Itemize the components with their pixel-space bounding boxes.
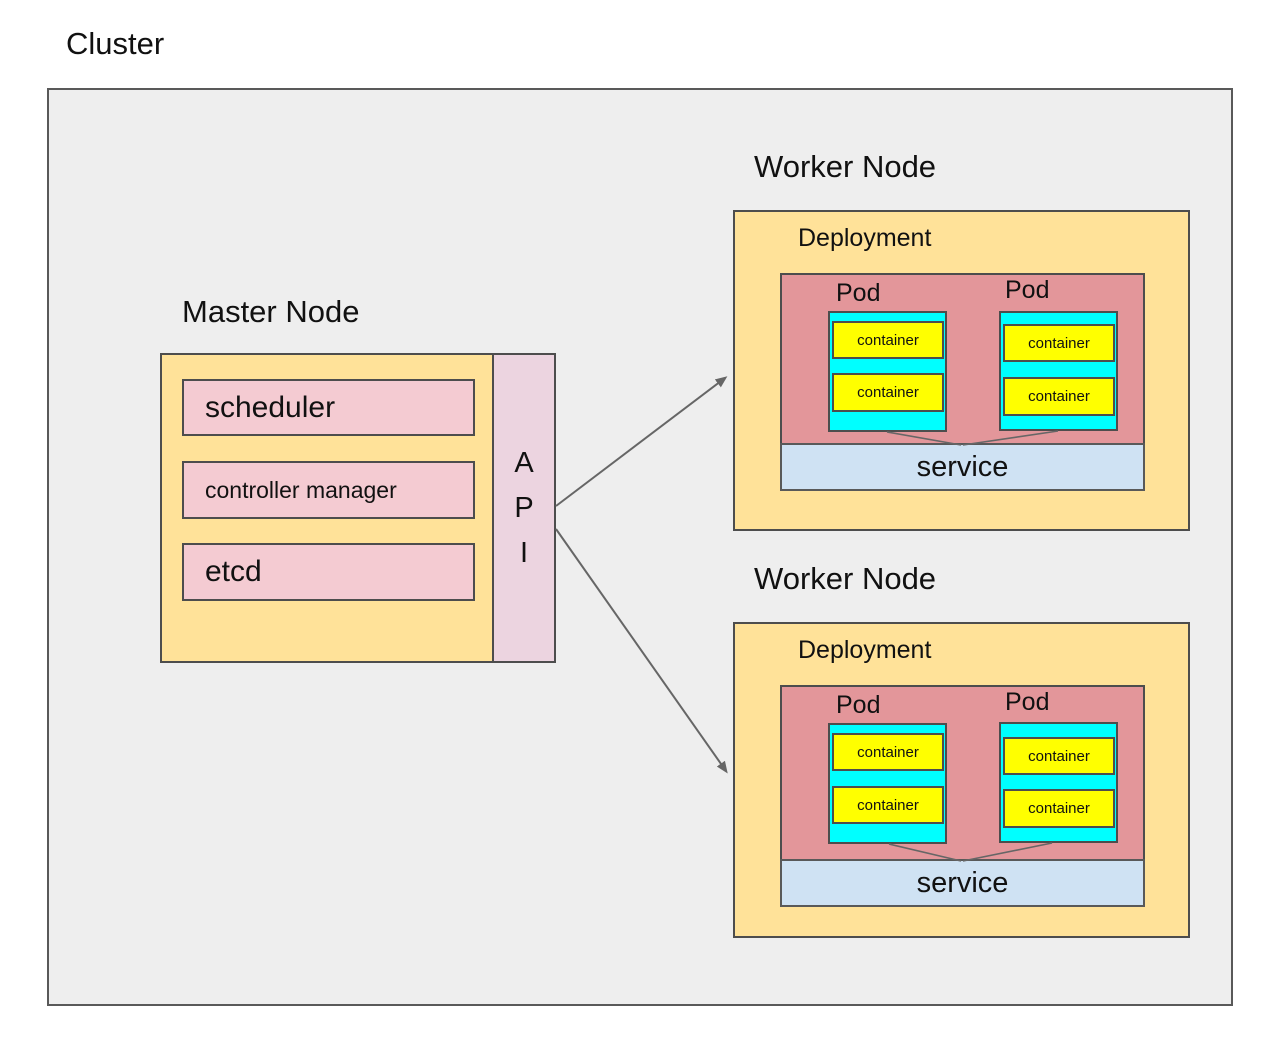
scheduler-box: scheduler xyxy=(182,379,475,436)
container-box: container xyxy=(832,373,944,412)
container-box: container xyxy=(1003,789,1115,828)
worker-1-pod-2-label: Pod xyxy=(1005,276,1050,304)
api-server-bar: A P I xyxy=(492,353,556,663)
worker-node-2-title: Worker Node xyxy=(754,561,937,596)
service-label: service xyxy=(916,866,1009,899)
container-box: container xyxy=(1003,737,1115,775)
worker-2-pod-1-label: Pod xyxy=(836,691,881,719)
api-letter: P xyxy=(514,491,534,524)
api-letter: A xyxy=(514,446,534,479)
container-label: container xyxy=(857,743,919,761)
etcd-label: etcd xyxy=(205,555,262,588)
master-node-title: Master Node xyxy=(182,294,360,329)
container-label: container xyxy=(1028,388,1090,405)
controller-manager-box: controller manager xyxy=(182,461,475,519)
worker-node-1-title: Worker Node xyxy=(754,149,937,184)
worker-1-pod-1-label: Pod xyxy=(836,279,881,307)
container-label: container xyxy=(857,796,919,814)
worker-1-service-box: service xyxy=(780,443,1145,491)
worker-2-deployment-label: Deployment xyxy=(798,636,932,664)
container-label: container xyxy=(857,384,919,401)
container-box: container xyxy=(832,733,944,771)
service-label: service xyxy=(916,450,1009,483)
container-box: container xyxy=(1003,377,1115,416)
controller-manager-label: controller manager xyxy=(205,476,397,503)
worker-2-pod-2-label: Pod xyxy=(1005,688,1050,716)
container-label: container xyxy=(1028,334,1090,352)
scheduler-label: scheduler xyxy=(205,390,336,424)
container-label: container xyxy=(1028,800,1090,817)
worker-2-service-box: service xyxy=(780,859,1145,907)
etcd-box: etcd xyxy=(182,543,475,601)
api-letter: I xyxy=(519,536,529,569)
cluster-title: Cluster xyxy=(66,26,165,61)
container-label: container xyxy=(1028,747,1090,765)
container-label: container xyxy=(857,331,919,349)
container-box: container xyxy=(832,786,944,824)
container-box: container xyxy=(832,321,944,359)
container-box: container xyxy=(1003,324,1115,362)
worker-1-deployment-label: Deployment xyxy=(798,224,932,252)
